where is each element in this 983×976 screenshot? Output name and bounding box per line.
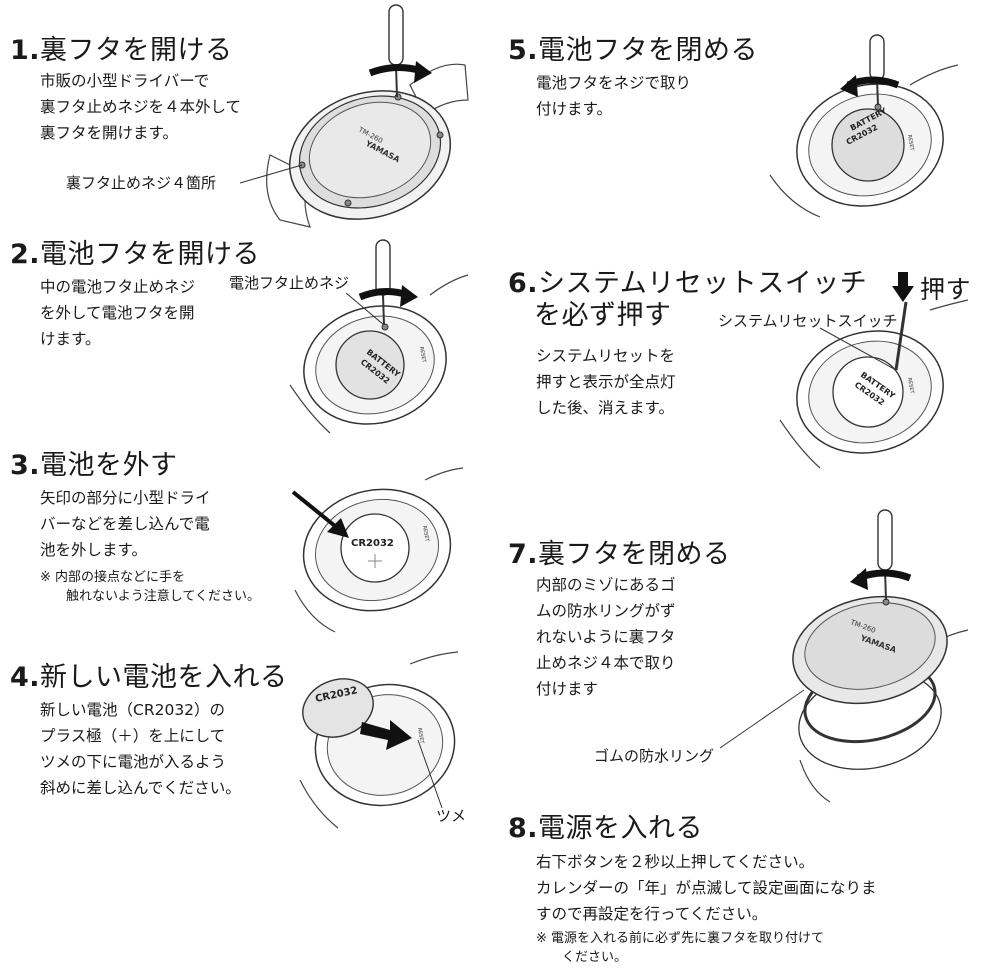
desc-line: けます。 [40,330,101,348]
desc-line: プラス極（＋）を上にして [40,727,226,745]
step-1-title: 1.裏フタを開ける [10,28,233,67]
desc-line: した後、消えます。 [536,399,674,417]
desc-line: 電池フタをネジで取り [536,74,692,92]
step-title-text: 新しい電池を入れる [40,662,288,693]
step-title-text: 電池フタを閉める [538,35,759,66]
step-6-illustration: BATTERY CR2032 RESET [779,299,969,469]
step-title-text: 裏フタを開ける [40,35,233,66]
claw-callout: ツメ [436,807,467,825]
step-number: 7. [508,539,539,570]
note-line: ※ 電源を入れる前に必ず先に裏フタを取り付けて [536,931,825,946]
step-6-description: システムリセットを 押すと表示が全点灯 した後、消えます。 [536,343,676,421]
desc-line: 内部のミゾにあるゴ [536,576,676,594]
desc-line: 新しい電池（CR2032）の [40,701,226,719]
desc-line: 裏フタを開けます。 [40,124,178,142]
step-title-text: システムリセットスイッチ [538,268,868,299]
step-title-text: 電池フタを開ける [40,239,261,270]
desc-line: ムの防水リングがず [536,602,676,620]
push-label: 押す [920,275,972,304]
desc-line: 押すと表示が全点灯 [536,373,676,391]
desc-line: すので再設定を行ってください。 [536,905,768,923]
reset-switch-callout: システムリセットスイッチ [718,312,898,330]
caseback-screw-callout: 裏フタ止めネジ４箇所 [66,174,217,192]
reset-label: RESET [418,346,427,364]
desc-line: 右下ボタンを２秒以上押してください。 [536,853,815,871]
note-line: 触れないよう注意してください。 [66,589,260,604]
step-4-illustration: CR2032 RESET [299,651,459,829]
desc-line: カレンダーの「年」が点滅して設定画面になりま [536,879,877,897]
step-number: 8. [508,813,539,844]
step-5-illustration: BATTERY CR2032 RESET [769,34,959,218]
desc-line: れないように裏フタ [536,628,676,646]
reset-label: RESET [421,525,430,543]
step-8-description: 右下ボタンを２秒以上押してください。 カレンダーの「年」が点滅して設定画面になり… [536,849,877,927]
desc-line: 矢印の部分に小型ドライ [40,489,211,507]
step-2-title: 2.電池フタを開ける [10,232,260,271]
reset-label: RESET [906,377,915,395]
step-number: 2. [10,239,41,270]
step-title-text: を必ず押す [534,300,672,331]
step-title-text: 電源を入れる [538,813,704,844]
desc-line: 中の電池フタ止めネジ [40,278,196,296]
rubber-ring-callout: ゴムの防水リング [594,747,715,765]
step-7-illustration: YAMASA TM-260 [719,509,969,803]
step-1-description: 市販の小型ドライバーで 裏フタ止めネジを４本外して 裏フタを開けます。 [40,68,241,146]
step-number: 3. [10,450,41,481]
step-4-description: 新しい電池（CR2032）の プラス極（＋）を上にして ツメの下に電池が入るよう… [40,697,241,801]
step-1-illustration: YAMASA TM-260 [239,4,469,228]
step-8-note: ※ 電源を入れる前に必ず先に裏フタを取り付けて ください。 [536,929,824,967]
desc-line: 付けます。 [536,100,612,118]
step-3-illustration: CR2032 RESET [291,467,464,633]
battery-cover-screw-callout: 電池フタ止めネジ [229,274,350,292]
step-5-description: 電池フタをネジで取り 付けます。 [536,70,691,122]
step-3-description: 矢印の部分に小型ドライ バーなどを差し込んで電 池を外します。 [40,485,211,563]
step-2-description: 中の電池フタ止めネジ を外して電池フタを開 けます。 [40,274,195,352]
step-2-illustration: BATTERY CR2032 RESET [289,239,469,434]
note-line: ください。 [562,950,628,965]
desc-line: 付けます [536,680,599,698]
desc-line: 裏フタ止めネジを４本外して [40,98,242,116]
reset-label: RESET [906,134,915,152]
step-7-title: 7.裏フタを閉める [508,532,731,571]
step-number: 5. [508,35,539,66]
reset-label: RESET [416,727,425,745]
step-number: 1. [10,35,41,66]
step-3-title: 3.電池を外す [10,443,178,482]
desc-line: を外して電池フタを開 [40,304,195,322]
desc-line: 斜めに差し込んでください。 [40,779,241,797]
step-number: 4. [10,662,41,693]
desc-line: バーなどを差し込んで電 [40,515,210,533]
step-6-title: 6.システムリセットスイッチ を必ず押す [508,268,867,332]
step-3-note: ※ 内部の接点などに手を 触れないよう注意してください。 [40,568,260,606]
step-8-title: 8.電源を入れる [508,806,703,845]
push-down-arrow-icon [892,272,914,306]
desc-line: システムリセットを [536,347,676,365]
desc-line: 池を外します。 [40,541,147,559]
note-line: ※ 内部の接点などに手を [40,570,186,585]
step-7-description: 内部のミゾにあるゴ ムの防水リングがず れないように裏フタ 止めネジ４本で取り … [536,572,676,702]
desc-line: ツメの下に電池が入るよう [40,753,227,771]
desc-line: 市販の小型ドライバーで [40,72,210,90]
step-title-text: 電池を外す [40,450,178,481]
desc-line: 止めネジ４本で取り [536,654,676,672]
step-4-title: 4.新しい電池を入れる [10,655,288,694]
step-title-text: 裏フタを閉める [538,539,731,570]
battery-model: CR2032 [351,538,394,549]
step-5-title: 5.電池フタを閉める [508,28,758,67]
step-number: 6. [508,268,539,299]
